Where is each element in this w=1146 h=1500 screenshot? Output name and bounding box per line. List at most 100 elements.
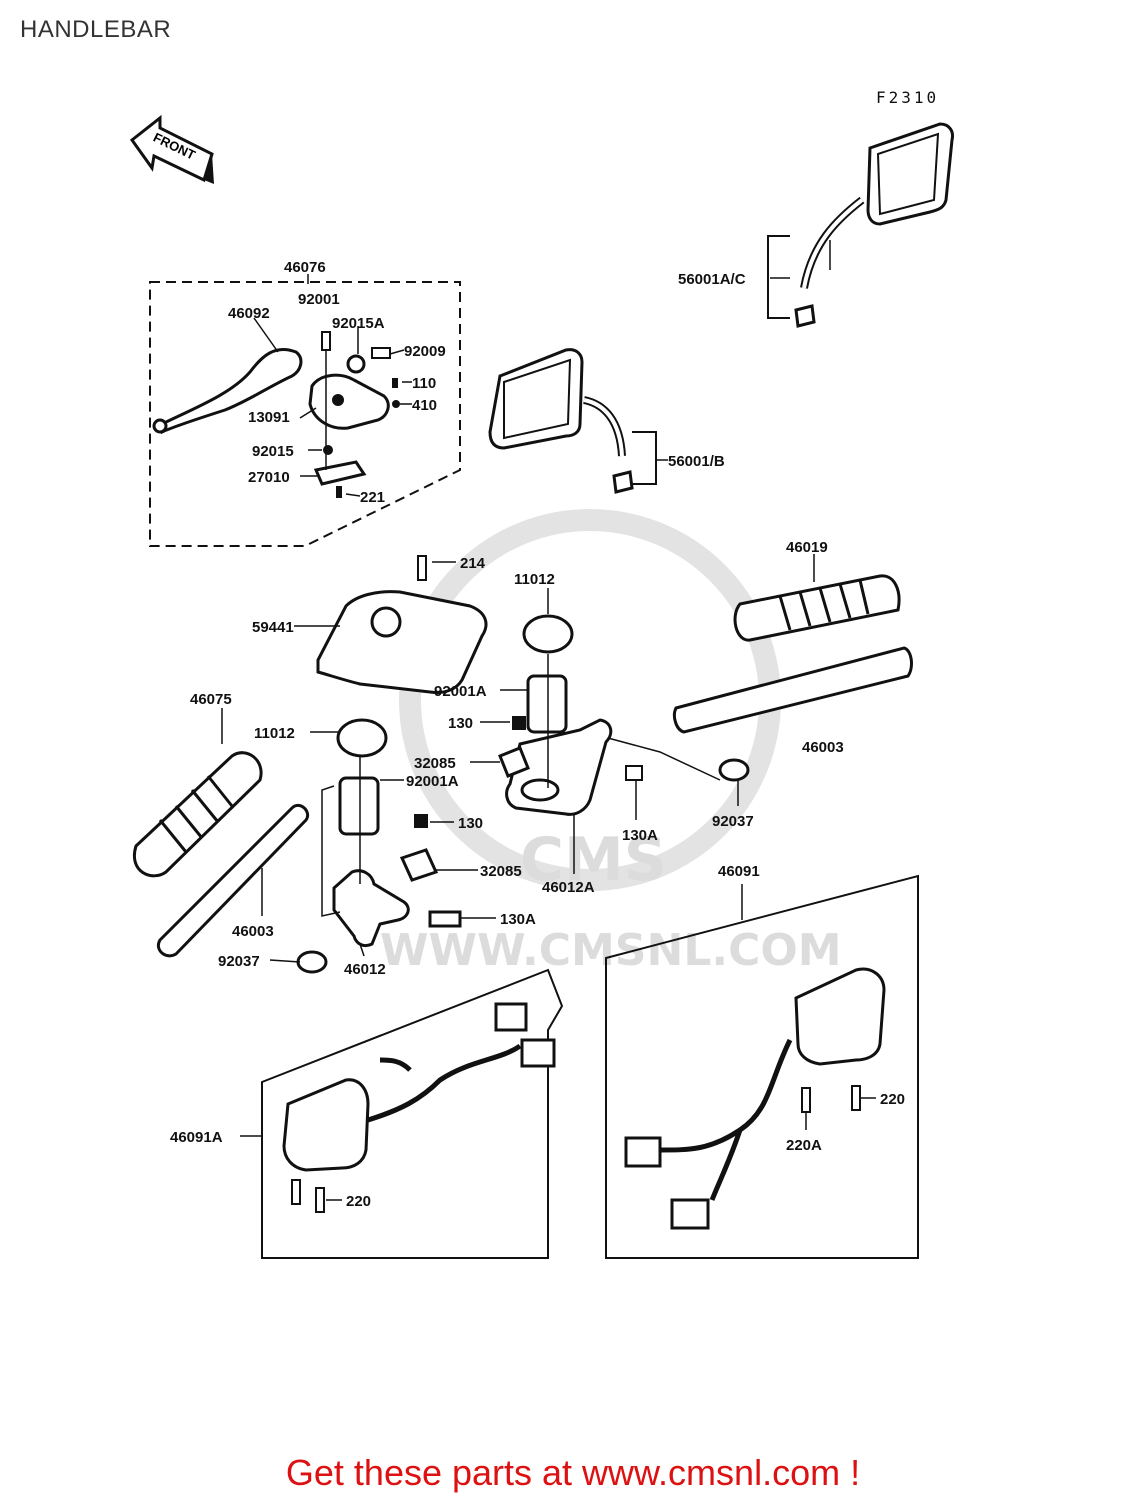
screw-220-right-shape: [851, 1085, 861, 1111]
label-110: 110: [412, 375, 436, 392]
bracket-56001AC: [767, 235, 790, 319]
lever-tip-shape: [152, 418, 168, 434]
label-92037-right: 92037: [712, 813, 754, 830]
label-46091: 46091: [718, 863, 760, 880]
upper-holder-shape: [316, 590, 488, 694]
bolt-130A-left-shape: [428, 910, 462, 928]
right-switch-housing-shape: [794, 967, 886, 1066]
clutch-lever-shape: [158, 348, 303, 435]
bolt-92001-shape: [321, 331, 331, 351]
label-92015A: 92015A: [332, 315, 385, 332]
label-46091A: 46091A: [170, 1129, 223, 1146]
leader-92037-right: [607, 737, 721, 781]
lever-bracket-shape: [308, 373, 390, 430]
label-92001A-left: 92001A: [406, 773, 459, 790]
right-switch-wiring: [659, 1038, 793, 1201]
label-46076: 46076: [284, 259, 326, 276]
label-46092: 46092: [228, 305, 270, 322]
label-46075: 46075: [190, 691, 232, 708]
mirror-left-inner-shape: [503, 358, 572, 440]
screw-221-shape: [336, 486, 342, 498]
mirror-left-shape: [488, 348, 584, 450]
switch-right-box: [605, 874, 919, 1259]
label-92037-left: 92037: [218, 953, 260, 970]
holder-46012-shape: [332, 869, 410, 948]
switch-27010-shape: [313, 460, 367, 486]
bolt-92001A-left-shape: [338, 776, 380, 836]
handlebar-46003-left-shape: [157, 803, 309, 958]
handlebar-46003-right-shape: [672, 646, 913, 734]
front-arrow-icon: FRONT: [129, 114, 214, 184]
label-220-right: 220: [880, 1091, 905, 1108]
clamp-92037-left-shape: [296, 950, 328, 974]
lever-assembly-box: [149, 281, 461, 547]
label-130A-right: 130A: [622, 827, 658, 844]
label-11012-left: 11012: [254, 725, 295, 742]
switch-left-box: [261, 968, 564, 1259]
cap-11012-right-shape: [522, 614, 574, 654]
bolt-130-upper-shape: [512, 716, 526, 730]
label-59441: 59441: [252, 619, 294, 636]
right-connector-1-shape: [624, 1136, 662, 1168]
left-switch-wiring: [367, 1043, 522, 1123]
leader-lines: [221, 240, 876, 1201]
left-connector-2-shape: [520, 1038, 556, 1068]
label-46012A: 46012A: [542, 879, 595, 896]
screw-220A-shape: [801, 1087, 811, 1113]
bracket-56001B: [632, 431, 657, 485]
left-switch-housing-shape: [282, 1078, 370, 1172]
mirror-left-nut-shape: [612, 470, 634, 494]
page-title: HANDLEBAR: [20, 16, 172, 43]
right-connector-2-shape: [670, 1198, 710, 1230]
label-92009: 92009: [404, 343, 446, 360]
screw-92009-shape: [371, 347, 391, 359]
label-130-upper: 130: [448, 715, 473, 732]
mirror-right-stem-shape: [800, 196, 865, 289]
mirror-right-shape: [866, 122, 954, 226]
cap-11012-left-shape: [336, 718, 388, 758]
label-11012-right: 11012: [514, 571, 555, 588]
screw-220-left-1-shape: [291, 1179, 301, 1205]
label-32085-upper: 32085: [414, 755, 456, 772]
left-connector-1-shape: [494, 1002, 528, 1032]
label-130A-left: 130A: [500, 911, 536, 928]
label-32085-lower: 32085: [480, 863, 522, 880]
label-46003-left: 46003: [232, 923, 274, 940]
label-56001B: 56001/B: [668, 453, 725, 470]
footer-link[interactable]: Get these parts at www.cmsnl.com !: [285, 1452, 861, 1493]
upper-holder-hole: [370, 606, 402, 638]
label-214: 214: [460, 555, 486, 572]
holder-46012A-bore: [520, 778, 560, 802]
label-92015: 92015: [252, 443, 294, 460]
grip-46075-ribs: [158, 775, 234, 853]
bolt-92001A-right-shape: [526, 674, 568, 734]
bracket-hole-shape: [332, 394, 344, 406]
mirror-right-stem-inner: [802, 198, 864, 289]
holder-46012-bracket: [321, 785, 341, 917]
label-56001AC: 56001A/C: [678, 271, 746, 288]
clip-32085-lower-shape: [399, 848, 439, 882]
footer-promo: Get these parts at www.cmsnl.com !: [0, 1452, 1146, 1494]
grip-46075-shape: [132, 751, 263, 878]
mirror-right-inner-shape: [876, 132, 940, 216]
clamp-92037-right-shape: [718, 758, 750, 782]
watermark-logo-text: CMS: [520, 825, 667, 895]
label-410: 410: [412, 397, 437, 414]
mirror-right-nut-shape: [794, 304, 816, 328]
grip-46019-ribs: [778, 579, 870, 631]
clip-32085-upper-shape: [498, 746, 530, 778]
screw-110-shape: [392, 378, 398, 388]
figure-code: F2310: [876, 88, 940, 107]
label-221: 221: [360, 489, 385, 506]
grip-46019-shape: [733, 574, 901, 642]
label-220-left: 220: [346, 1193, 371, 1210]
watermark: CMS WWW.CMSNL.COM: [380, 509, 842, 976]
nut-92015-shape: [323, 445, 333, 455]
label-92001: 92001: [298, 291, 340, 308]
watermark-url-text: WWW.CMSNL.COM: [380, 925, 842, 976]
label-220A: 220A: [786, 1137, 822, 1154]
label-46012: 46012: [344, 961, 386, 978]
bolt-130-lower-shape: [414, 814, 428, 828]
bolt-214-shape: [417, 555, 427, 581]
